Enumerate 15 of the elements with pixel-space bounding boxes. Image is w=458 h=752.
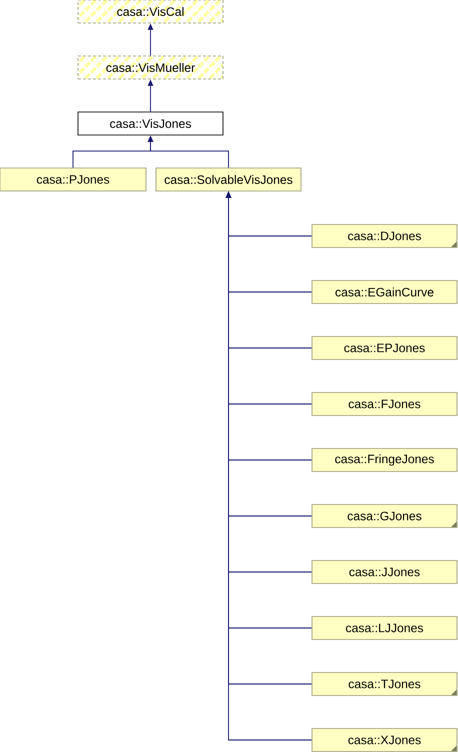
class-box: casa::JJones <box>312 560 458 584</box>
class-box: casa::PJones <box>0 168 146 192</box>
class-box: casa::TJones <box>312 672 458 696</box>
class-box: casa::VisJones <box>78 112 224 136</box>
class-box: casa::XJones <box>312 728 458 752</box>
class-box: casa::DJones <box>312 224 458 248</box>
class-box: casa::LJJones <box>312 616 458 640</box>
class-box: casa::GJones <box>312 504 458 528</box>
class-box: casa::EPJones <box>312 336 458 360</box>
class-box: casa::VisCal <box>78 0 224 24</box>
class-box: casa::FringeJones <box>312 448 458 472</box>
class-box: casa::EGainCurve <box>312 280 458 304</box>
class-box: casa::FJones <box>312 392 458 416</box>
class-box: casa::SolvableVisJones <box>156 168 302 192</box>
class-box: casa::VisMueller <box>78 56 224 80</box>
